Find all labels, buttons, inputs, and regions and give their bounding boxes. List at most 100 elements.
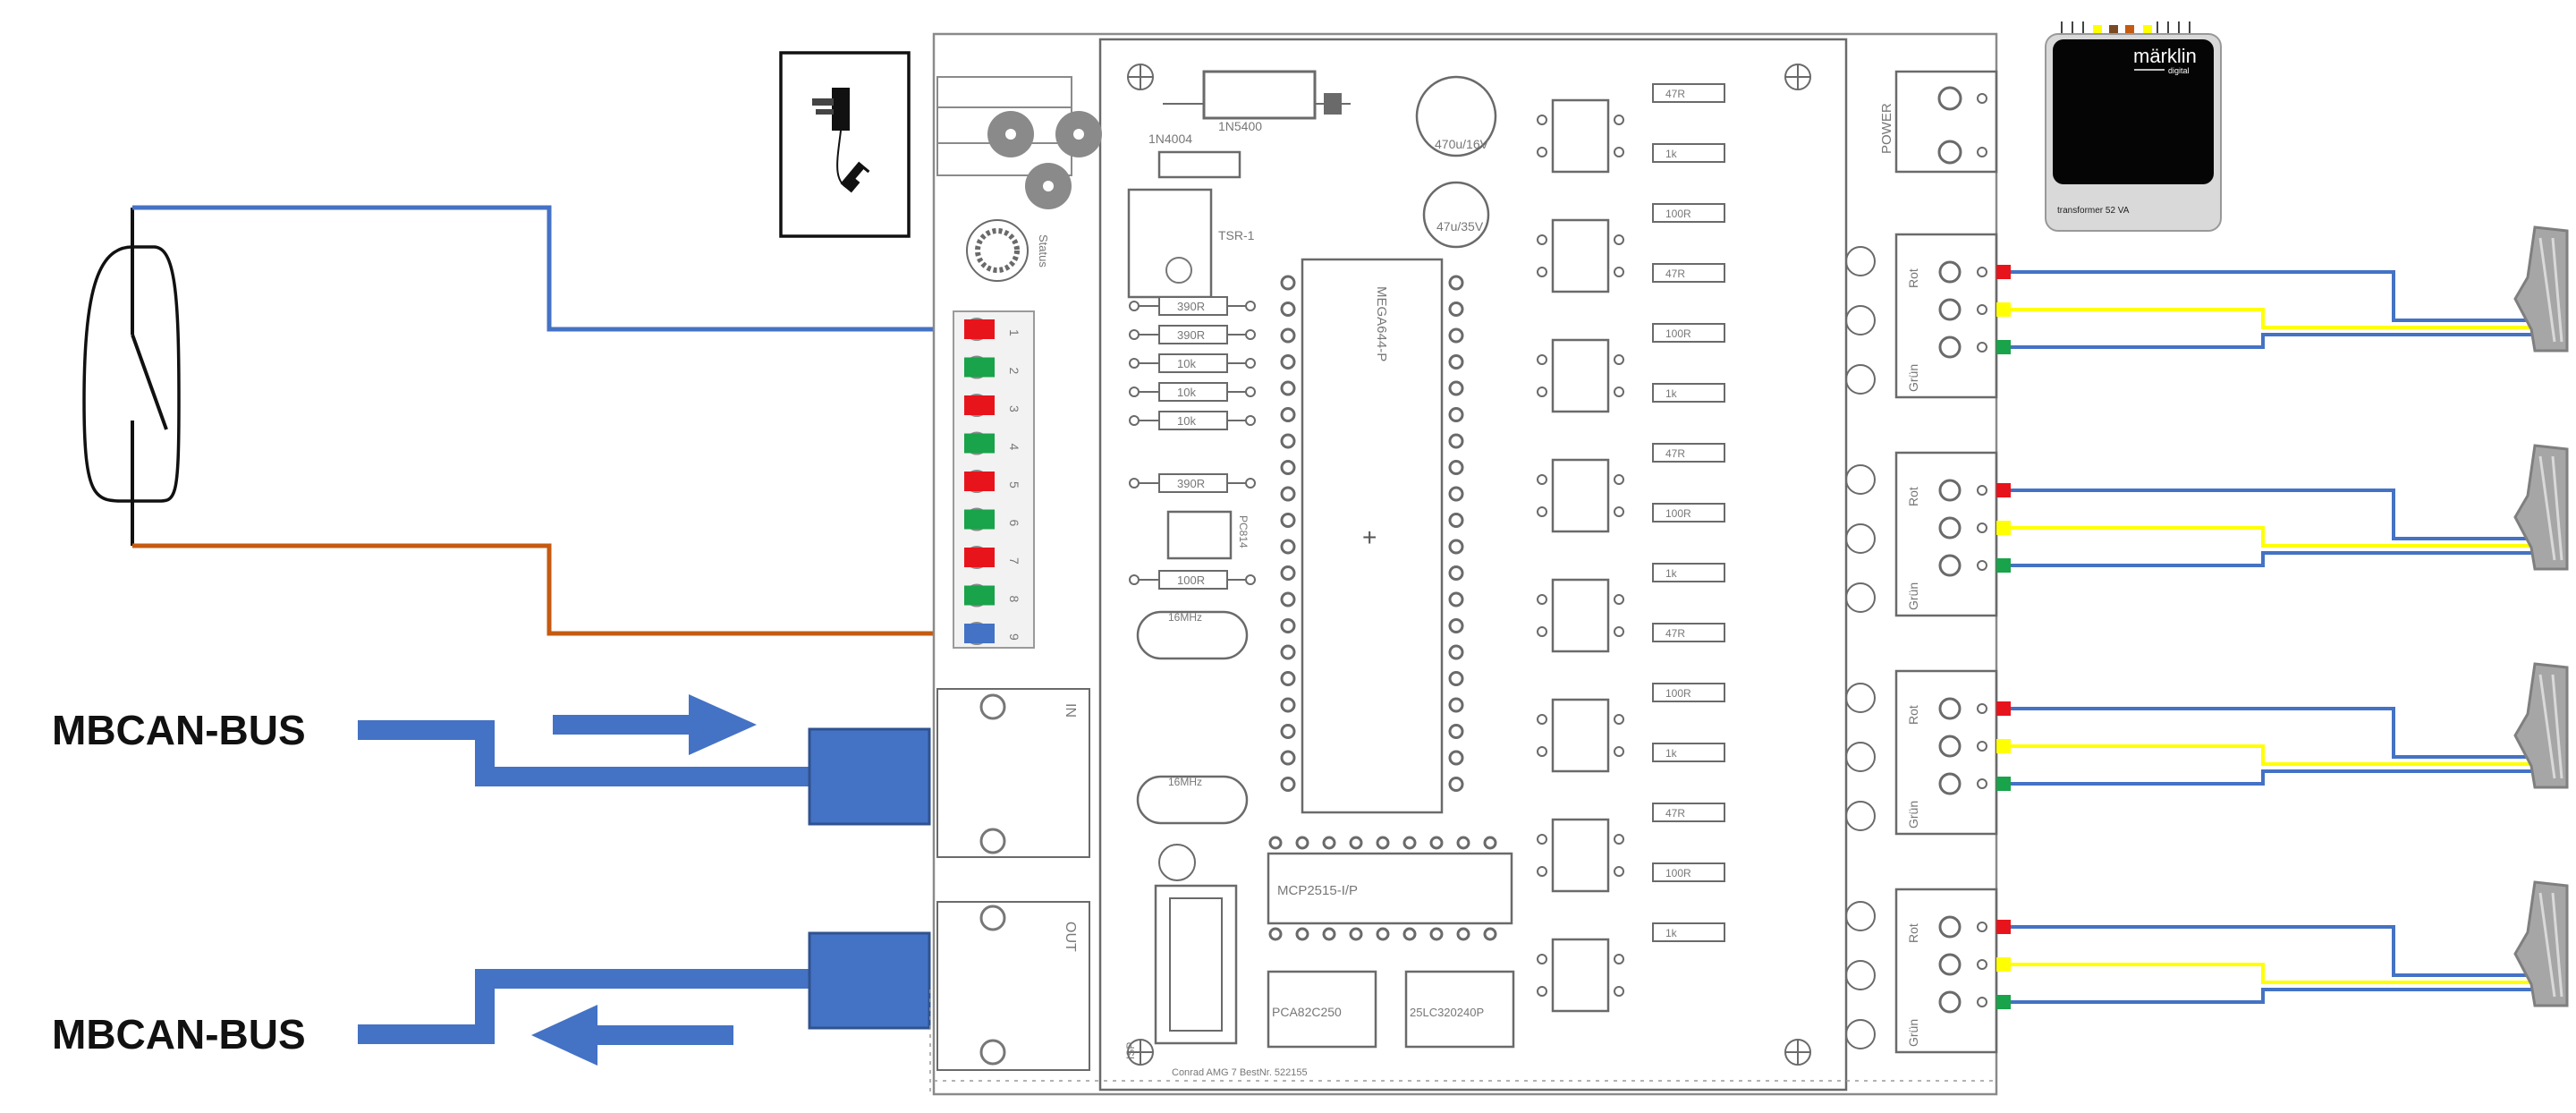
- isp-label: ISP: [1124, 1042, 1137, 1059]
- mcu-pin: [1280, 591, 1296, 607]
- mcu-pin: [1448, 513, 1464, 528]
- mcu-label: MEGA644-P: [1374, 286, 1389, 361]
- crystal-1: 16MHz: [1136, 610, 1249, 660]
- can-controller-chip: MCP2515-I/P: [1267, 852, 1513, 925]
- reed-switch-icon: [82, 208, 181, 546]
- chip-pin: [1614, 954, 1624, 964]
- resistor-body: [1158, 325, 1228, 344]
- marker-red: [1996, 483, 2011, 497]
- wire-red-output: [2005, 489, 2537, 540]
- mcu-pin: [1448, 486, 1464, 502]
- wire-yellow-common: [2005, 744, 2537, 766]
- terminal-label-gruen: Grün: [1906, 1019, 1920, 1047]
- status-led-label: Status: [1037, 234, 1050, 268]
- mcu-pin: [1448, 433, 1464, 449]
- terminal-number-8: 8: [1007, 596, 1021, 603]
- chip-pin: [1268, 927, 1283, 941]
- mcu-pin: [1280, 327, 1296, 344]
- bus-out-plug[interactable]: [808, 931, 931, 1030]
- resistor-right-label-10: 100R: [1665, 687, 1691, 700]
- resistor-pad: [1129, 358, 1140, 369]
- terminal-number-9: 9: [1007, 633, 1021, 641]
- bus-in-plug[interactable]: [808, 727, 931, 826]
- optocoupler: [1551, 578, 1610, 653]
- arrow-left-icon: [531, 1005, 733, 1066]
- mcu-pin: [1280, 724, 1296, 739]
- turnout-icon: [2513, 662, 2569, 789]
- terminal-number-1: 1: [1007, 329, 1021, 336]
- mcu-pin: [1448, 750, 1464, 766]
- in-label: IN: [1063, 703, 1078, 718]
- chip-pin: [1537, 834, 1547, 845]
- terminal-label-gruen: Grün: [1906, 801, 1920, 828]
- eeprom-chip: 25LC320240P: [1404, 970, 1515, 1049]
- optocoupler: [1551, 698, 1610, 773]
- resistor-pad: [1129, 574, 1140, 585]
- diode-1n4004: 1N4004: [1148, 132, 1241, 179]
- terminal-number-5: 5: [1007, 481, 1021, 489]
- marker-yellow: [1996, 521, 2011, 535]
- mcu-pin: [1280, 433, 1296, 449]
- mcu-pin: [1280, 671, 1296, 686]
- optocoupler: [1551, 98, 1610, 174]
- resistor-body: [1652, 83, 1725, 103]
- resistor-left-label-5: 390R: [1177, 477, 1205, 490]
- terminal-led-7: [964, 548, 995, 567]
- rj45-in: IN: [936, 688, 1090, 858]
- resistor-right-label-8: 1k: [1665, 567, 1678, 580]
- chip-pin: [1537, 354, 1547, 365]
- terminal-screw: [1938, 298, 1962, 321]
- power-label: POWER: [1879, 103, 1894, 154]
- led-footprint: [1845, 683, 1876, 713]
- chip-pin: [1614, 626, 1624, 637]
- mcu-pin: [1448, 618, 1464, 633]
- resistor-body: [1158, 296, 1228, 316]
- chip-pin: [1483, 836, 1497, 850]
- optocoupler: [1551, 218, 1610, 293]
- resistor-pad: [1129, 329, 1140, 340]
- mcu-pin: [1280, 486, 1296, 502]
- resistor-body: [1652, 383, 1725, 403]
- resistor-right-label-13: 100R: [1665, 867, 1691, 879]
- led-footprint: [1845, 960, 1876, 990]
- resistor-body: [1652, 443, 1725, 463]
- chip-pin: [1614, 267, 1624, 277]
- mcu-pin: [1280, 565, 1296, 581]
- terminal-screw: [1938, 554, 1962, 577]
- resistor-body: [1652, 263, 1725, 283]
- arrow-right-icon: [553, 694, 757, 755]
- terminal-number-3: 3: [1007, 405, 1021, 412]
- marker-yellow: [1996, 957, 2011, 972]
- terminal-led-5: [964, 472, 995, 491]
- chip-pin: [1376, 836, 1390, 850]
- chip-pin: [1295, 836, 1309, 850]
- crystal-2: 16MHz: [1136, 775, 1249, 825]
- mcu-pin: [1280, 750, 1296, 766]
- chip-pin: [1614, 714, 1624, 725]
- terminal-number-7: 7: [1007, 557, 1021, 565]
- mcu-pin: [1448, 777, 1464, 792]
- chip-pin: [1614, 354, 1624, 365]
- chip-pin: [1614, 986, 1624, 997]
- resistor-right-label-11: 1k: [1665, 747, 1678, 760]
- wire-red-output: [2005, 707, 2537, 759]
- mcu-pin: [1280, 618, 1296, 633]
- chip-pin: [1402, 927, 1417, 941]
- terminal-screw: [1938, 336, 1962, 359]
- terminal-number-4: 4: [1007, 444, 1021, 451]
- chip-pin: [1614, 594, 1624, 605]
- resistor-pad: [1245, 358, 1256, 369]
- terminal-pad: [1977, 485, 1987, 496]
- terminal-label-rot: Rot: [1906, 487, 1920, 506]
- crystal-1-label: 16MHz: [1168, 611, 1202, 624]
- resistor-right-label-7: 100R: [1665, 507, 1691, 520]
- mcu-pin: [1448, 407, 1464, 422]
- regulator-label: TSR-1: [1218, 228, 1255, 242]
- resistor-right-label-14: 1k: [1665, 927, 1678, 939]
- isp-header: ISP: [1124, 844, 1238, 1059]
- chip-pin: [1537, 506, 1547, 517]
- led-footprint: [1845, 364, 1876, 395]
- led-footprint: [1845, 801, 1876, 831]
- resistor-pad: [1245, 329, 1256, 340]
